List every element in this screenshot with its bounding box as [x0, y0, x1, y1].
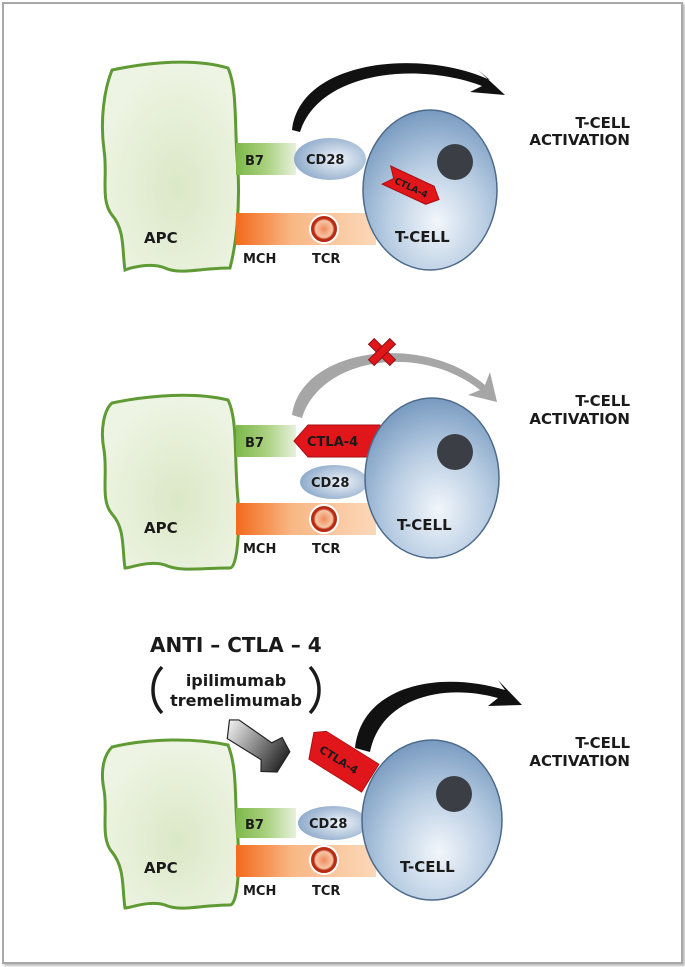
- drug-heading: ANTI – CTLA – 4: [150, 633, 322, 657]
- outcome-line2: ACTIVATION: [529, 752, 630, 770]
- mhc-label: MCH: [243, 884, 276, 899]
- tcr-label: TCR: [312, 542, 340, 557]
- b7-label: B7: [245, 154, 264, 169]
- tcell-label: T-CELL: [395, 228, 450, 246]
- x-mark-icon: [367, 337, 397, 367]
- panel-ctla4-inhibition: APC B7 CTLA-4 MCH TCR CD28 T-CELL T-CELL…: [100, 337, 630, 571]
- drug-name-2: tremelimumab: [170, 691, 302, 710]
- mhc-bar: [236, 503, 376, 535]
- tcr-label: TCR: [312, 884, 340, 899]
- cd28-receptor: [294, 138, 366, 180]
- b7-label: B7: [245, 818, 264, 833]
- tcell-label: T-CELL: [400, 858, 455, 876]
- activation-arrow: [355, 680, 522, 752]
- b7-label: B7: [245, 436, 264, 451]
- b7-receptor: [236, 425, 296, 457]
- left-paren: [151, 665, 164, 715]
- tcell-label: T-CELL: [397, 516, 452, 534]
- activation-arrow: [292, 63, 505, 132]
- b7-receptor: [236, 808, 296, 838]
- blocked-activation-arrow: [292, 353, 497, 418]
- cd28-label: CD28: [306, 153, 344, 168]
- nucleus: [437, 434, 473, 470]
- panel-anti-ctla4-blockade: ANTI – CTLA – 4 ipilimumab tremelimumab …: [100, 633, 630, 910]
- apc-label: APC: [144, 519, 178, 537]
- cd28-receptor: [300, 465, 368, 499]
- outcome-line1: T-CELL: [575, 114, 630, 132]
- apc-cell: [100, 393, 240, 571]
- outcome-line2: ACTIVATION: [529, 410, 630, 428]
- b7-receptor: [236, 143, 296, 175]
- mhc-bar: [236, 845, 376, 877]
- tcr-label: TCR: [312, 252, 340, 267]
- drug-name-1: ipilimumab: [186, 671, 286, 690]
- mhc-bar: [236, 213, 376, 245]
- outcome-line1: T-CELL: [575, 734, 630, 752]
- mhc-label: MCH: [243, 252, 276, 267]
- right-paren: [308, 665, 321, 715]
- t-cell: [361, 739, 503, 901]
- nucleus: [436, 776, 472, 812]
- apc-cell: [100, 738, 240, 910]
- nucleus: [437, 144, 473, 180]
- apc-label: APC: [144, 859, 178, 877]
- outcome-line1: T-CELL: [575, 392, 630, 410]
- apc-label: APC: [144, 229, 178, 247]
- tcr-circle: [309, 214, 339, 244]
- outcome-line2: ACTIVATION: [529, 131, 630, 149]
- ctla4-label: CTLA-4: [307, 435, 358, 450]
- mhc-label: MCH: [243, 542, 276, 557]
- cd28-label: CD28: [311, 476, 349, 491]
- panel-normal-activation: APC B7 MCH TCR CD28 CTLA-4 T-CELL T-CELL…: [100, 60, 630, 273]
- apc-cell: [100, 60, 241, 273]
- tcr-circle: [309, 845, 339, 875]
- cd28-label: CD28: [309, 817, 347, 832]
- tcr-circle: [309, 504, 339, 534]
- antibody-icon: [226, 719, 291, 773]
- t-cell: [364, 397, 500, 559]
- cd28-receptor: [298, 806, 368, 840]
